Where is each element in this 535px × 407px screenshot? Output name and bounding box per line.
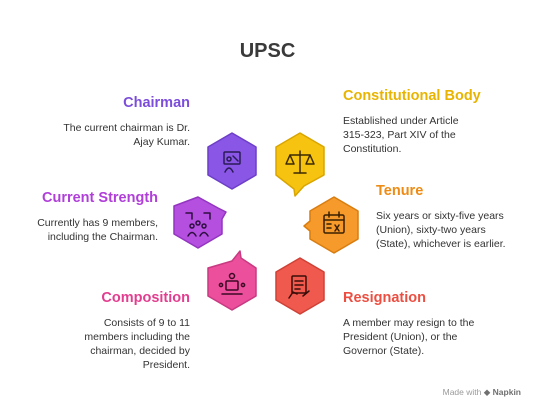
footer-prefix: Made with xyxy=(442,387,482,397)
group-icon xyxy=(185,212,211,237)
tenure-description: Six years or sixty-five years (Union), s… xyxy=(376,210,506,250)
footer-attribution: Made with ◆ Napkin xyxy=(443,387,521,398)
page-title: UPSC xyxy=(239,40,296,62)
tenure-hexagon xyxy=(303,196,359,254)
strength-description: Currently has 9 members, including the C… xyxy=(37,217,158,243)
tenure-hexagon-shape xyxy=(303,196,359,254)
calendar-icon xyxy=(323,211,345,234)
strength-heading: Current Strength xyxy=(42,190,158,206)
tenure-heading: Tenure xyxy=(376,183,424,199)
resignation-description: A member may resign to the President (Un… xyxy=(343,317,475,357)
strength-hexagon xyxy=(173,196,227,249)
chairman-description: The current chairman is Dr. Ajay Kumar. xyxy=(63,122,190,148)
chairman-hexagon-shape xyxy=(207,132,257,190)
document-hand-icon xyxy=(288,275,310,299)
constitutional-heading: Constitutional Body xyxy=(343,88,481,104)
resignation-hexagon-shape xyxy=(275,257,325,315)
scales-icon xyxy=(285,150,315,174)
composition-description: Consists of 9 to 11 members including th… xyxy=(84,317,190,371)
composition-hexagon xyxy=(207,250,257,311)
footer-brand: Napkin xyxy=(492,387,521,397)
resignation-hexagon xyxy=(275,257,325,315)
constitutional-description: Established under Article 315-323, Part … xyxy=(343,115,459,155)
chairman-heading: Chairman xyxy=(123,95,190,111)
constitutional-hexagon xyxy=(275,132,325,197)
chairman-hexagon xyxy=(207,132,257,190)
presenter-icon xyxy=(223,151,241,173)
meeting-icon xyxy=(218,272,246,295)
napkin-logo-icon: ◆ xyxy=(483,387,491,397)
resignation-heading: Resignation xyxy=(343,290,426,306)
composition-heading: Composition xyxy=(101,290,190,306)
